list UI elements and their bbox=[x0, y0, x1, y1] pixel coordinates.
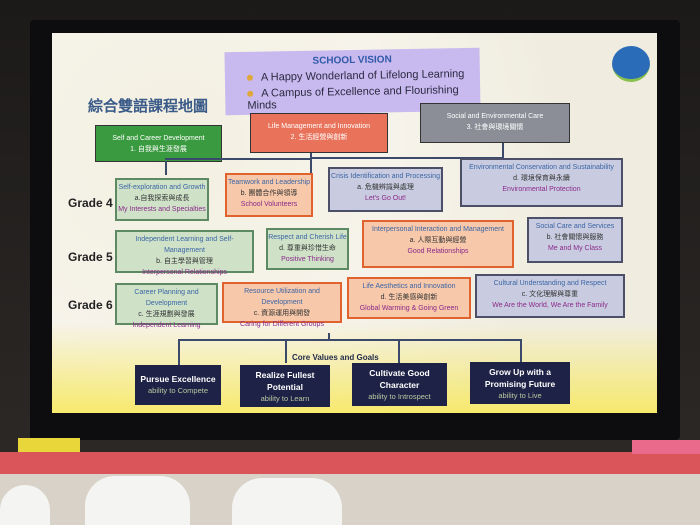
grade-label: Grade 6 bbox=[68, 298, 113, 312]
yellow-basket bbox=[18, 438, 80, 452]
bullet-icon bbox=[246, 74, 253, 81]
chair bbox=[0, 485, 50, 525]
chair bbox=[85, 476, 190, 525]
chair bbox=[232, 478, 342, 525]
bullet-icon bbox=[247, 90, 254, 97]
core-values-label: Core Values and Goals bbox=[292, 353, 379, 362]
red-shelf bbox=[0, 452, 700, 474]
topic-box: Independent Learning and Self-Management… bbox=[115, 230, 254, 276]
pink-basket bbox=[632, 440, 700, 454]
grade-label: Grade 5 bbox=[68, 250, 113, 264]
grade-label: Grade 4 bbox=[68, 196, 113, 210]
topic-box: Interpersonal Interaction and Management… bbox=[362, 220, 514, 268]
vision-heading: SCHOOL VISION bbox=[312, 54, 392, 67]
tv-screen: 綜合雙語課程地圖 SCHOOL VISION A Happy Wonderlan… bbox=[52, 33, 657, 413]
topic-box: Environmental Conservation and Sustainab… bbox=[460, 158, 623, 207]
vision-line: A Happy Wonderland of Lifelong Learning bbox=[225, 68, 480, 84]
school-logo-icon bbox=[612, 46, 650, 82]
page-title: 綜合雙語課程地圖 bbox=[88, 98, 209, 115]
